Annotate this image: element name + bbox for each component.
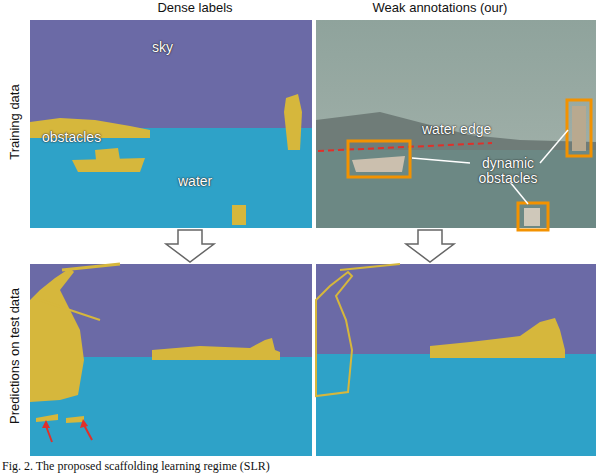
block-arrow (406, 230, 454, 262)
row-header: Predictions on test data (7, 288, 22, 424)
region-label: water edge (422, 122, 491, 137)
dense-prediction-image (30, 264, 312, 456)
column-header: Weak annotations (our) (373, 0, 508, 15)
image-panel: water edge dynamic obstacles (316, 20, 596, 228)
row-header: Training data (7, 84, 22, 159)
region-label: water (178, 174, 212, 189)
region-label: dynamic obstacles (472, 156, 544, 186)
image-panel: sky obstacles water (30, 20, 312, 228)
figure-caption: Fig. 2. The proposed scaffolding learnin… (2, 459, 270, 474)
weak-prediction-image (316, 264, 596, 456)
dense-label-image (30, 20, 312, 228)
weak-annotation-image (316, 20, 596, 230)
region-label: sky (152, 40, 173, 55)
region-label: obstacles (42, 130, 101, 145)
block-arrow (166, 230, 214, 262)
column-header: Dense labels (157, 0, 232, 15)
